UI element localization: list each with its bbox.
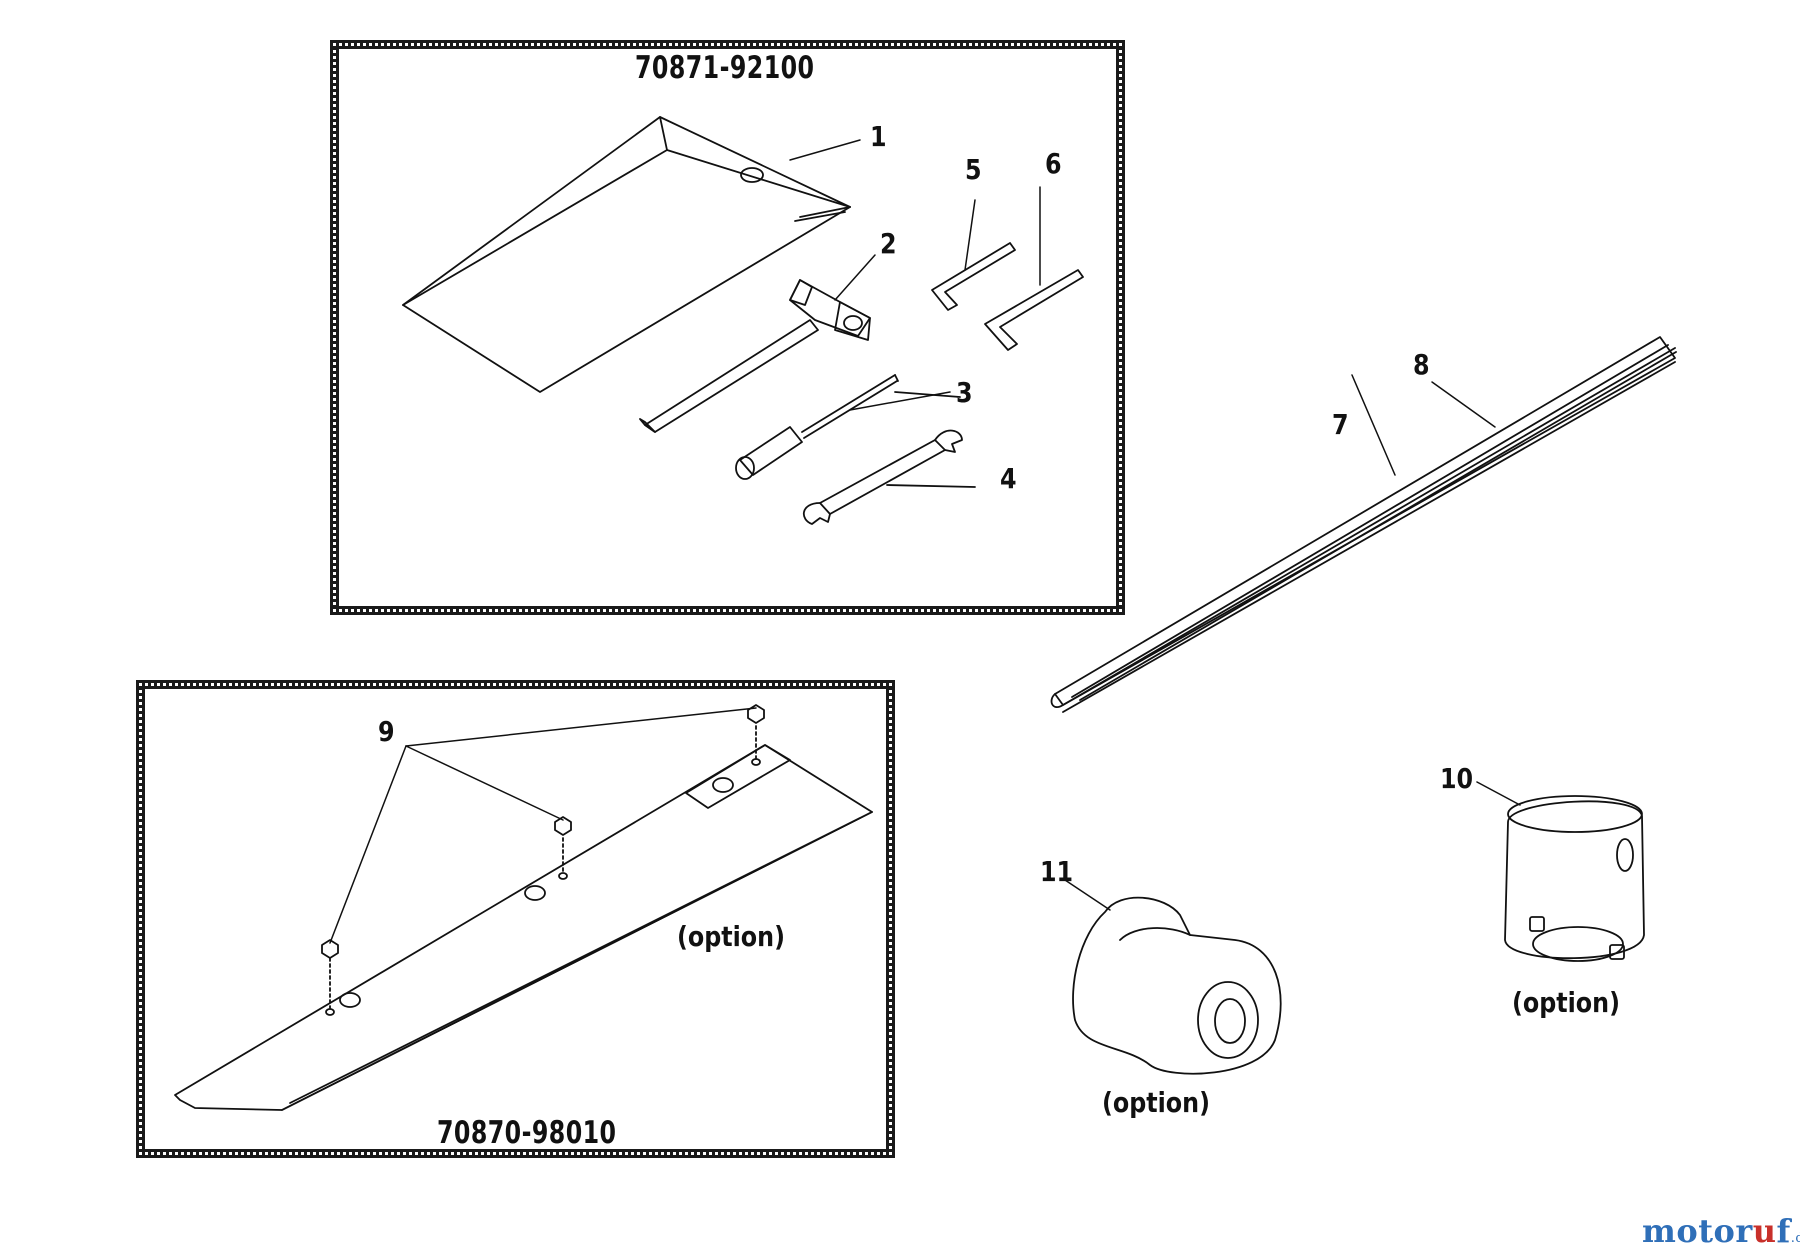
callout-9: 9 xyxy=(378,715,395,748)
option-label-blade: (option) xyxy=(677,920,785,953)
watermark-letter: o xyxy=(1676,1212,1699,1250)
watermark-letter: f xyxy=(1776,1212,1791,1250)
watermark-letter: t xyxy=(1698,1212,1714,1250)
watermark-letter: o xyxy=(1713,1212,1736,1250)
callout-6: 6 xyxy=(1045,147,1062,180)
blade-cover-drawing xyxy=(1050,336,1677,713)
watermark-letter: r xyxy=(1735,1212,1753,1250)
callout-7: 7 xyxy=(1332,408,1349,441)
watermark-text: motoruf xyxy=(1642,1212,1791,1250)
kit-part-number-blade: 70870-98010 xyxy=(437,1115,617,1151)
callout-5: 5 xyxy=(965,153,982,186)
callout-8: 8 xyxy=(1413,348,1430,381)
tool-bag-drawing xyxy=(402,116,851,393)
callout-3: 3 xyxy=(956,376,973,409)
leader-lines xyxy=(329,139,1521,944)
spanner-drawing xyxy=(803,429,976,525)
callout-10: 10 xyxy=(1440,762,1474,795)
blade-drawing xyxy=(174,704,873,1111)
hex-key-6-drawing xyxy=(984,269,1084,351)
watermark-suffix: .de xyxy=(1790,1231,1800,1246)
kit-part-number-tools: 70871-92100 xyxy=(635,50,815,86)
watermark-logo: motoruf.de xyxy=(1642,1212,1800,1250)
watermark-letter: u xyxy=(1752,1212,1777,1250)
callout-11: 11 xyxy=(1040,855,1074,888)
option-label-collar: (option) xyxy=(1102,1086,1210,1119)
watermark-letter: m xyxy=(1642,1212,1677,1250)
option-label-adapter: (option) xyxy=(1512,986,1620,1019)
collar-11-drawing xyxy=(1072,896,1282,1075)
callout-4: 4 xyxy=(1000,462,1017,495)
kit-box-tools xyxy=(330,40,1125,615)
kit-box-blade xyxy=(136,680,895,1158)
callout-1: 1 xyxy=(870,120,887,153)
callout-2: 2 xyxy=(880,227,897,260)
hex-key-5-drawing xyxy=(931,242,1016,311)
plug-wrench-drawing xyxy=(639,279,871,433)
adapter-10-drawing xyxy=(1504,795,1645,962)
